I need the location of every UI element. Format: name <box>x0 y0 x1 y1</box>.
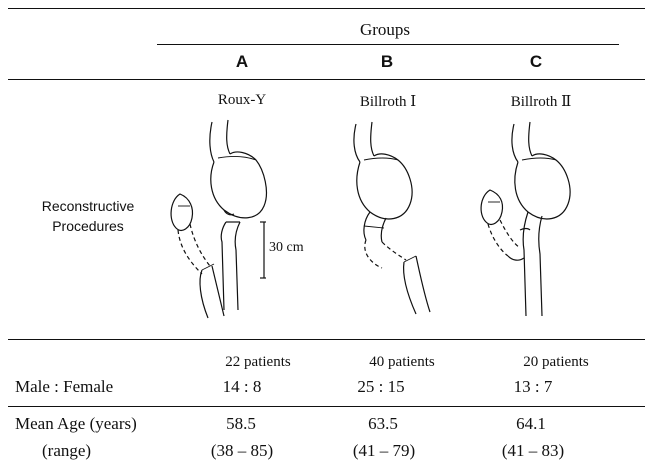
mean-age-label: Mean Age (years) <box>15 414 137 434</box>
patients-a: 22 patients <box>225 354 290 371</box>
patients-b: 40 patients <box>369 354 434 371</box>
group-b-letter: B <box>381 52 393 72</box>
group-c-letter: C <box>530 52 542 72</box>
range-label: (range) <box>42 441 91 461</box>
mean-age-a: 58.5 <box>226 414 256 434</box>
patients-c: 20 patients <box>523 354 588 371</box>
procedure-name-a: Roux-Y <box>218 92 266 109</box>
figure-bottom-rule <box>8 339 645 340</box>
letter-row-rule <box>8 79 645 80</box>
roux-y-illustration <box>171 120 266 318</box>
mean-age-b: 63.5 <box>368 414 398 434</box>
age-range-a: (38 – 85) <box>211 441 273 461</box>
sex-ratio-b: 25 : 15 <box>357 377 404 397</box>
reconstructive-label: Reconstructive Procedures <box>42 196 135 236</box>
groups-header-rule <box>157 44 619 45</box>
age-range-c: (41 – 83) <box>502 441 564 461</box>
age-range-b: (41 – 79) <box>353 441 415 461</box>
group-a-letter: A <box>236 52 248 72</box>
billroth-i-illustration <box>354 122 430 314</box>
male-female-rule <box>8 406 645 407</box>
procedure-illustrations <box>150 110 630 332</box>
sex-ratio-a: 14 : 8 <box>223 377 262 397</box>
scale-label: 30 cm <box>269 240 304 256</box>
procedure-name-c: Billroth Ⅱ <box>511 92 572 111</box>
reconstructive-label-line1: Reconstructive <box>42 196 135 216</box>
reconstructive-label-line2: Procedures <box>42 216 135 236</box>
sex-ratio-c: 13 : 7 <box>514 377 553 397</box>
groups-header: Groups <box>360 20 410 40</box>
table-top-rule <box>8 8 645 9</box>
mean-age-c: 64.1 <box>516 414 546 434</box>
billroth-ii-illustration <box>481 122 570 316</box>
male-female-label: Male : Female <box>15 377 113 397</box>
procedure-name-b: Billroth Ⅰ <box>360 92 416 111</box>
